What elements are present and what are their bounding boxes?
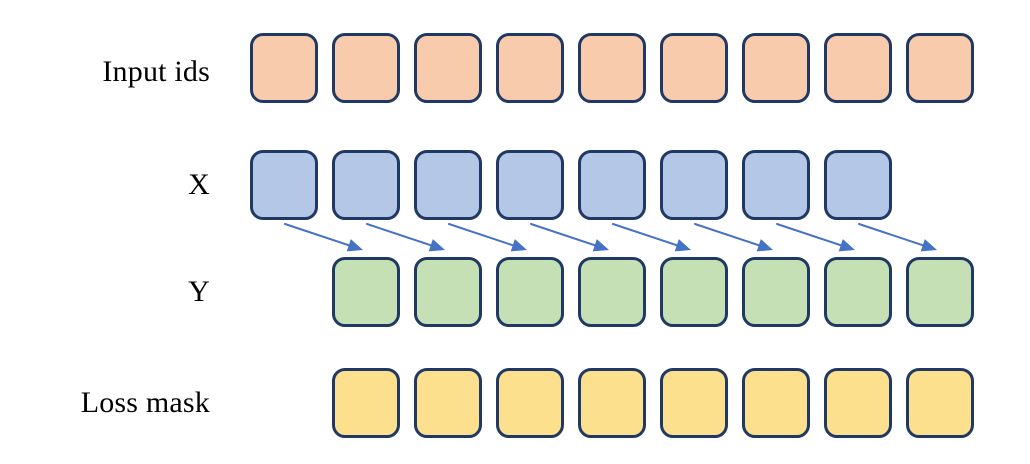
token-cell-x-6 [742,150,810,220]
row-label-input-ids: Input ids [102,55,210,88]
shift-arrow-2 [448,223,527,252]
token-cell-x-7 [824,150,892,220]
shift-arrow-4 [612,223,691,252]
token-cell-loss-mask-3 [578,368,646,438]
token-cell-loss-mask-1 [414,368,482,438]
token-cell-loss-mask-0 [332,368,400,438]
token-cell-x-0 [250,150,318,220]
token-row-input-ids [250,33,974,103]
token-cell-input-ids-8 [906,33,974,103]
token-cell-y-3 [578,257,646,327]
token-cell-y-4 [660,257,728,327]
token-cell-input-ids-6 [742,33,810,103]
shift-arrow-3 [530,223,609,252]
token-cell-loss-mask-7 [906,368,974,438]
shift-arrow-7 [858,223,937,252]
token-cell-input-ids-5 [660,33,728,103]
shift-arrow-0 [284,223,363,252]
token-cell-input-ids-3 [496,33,564,103]
token-cell-x-5 [660,150,728,220]
token-cell-loss-mask-6 [824,368,892,438]
token-cell-input-ids-0 [250,33,318,103]
token-cell-loss-mask-2 [496,368,564,438]
token-cell-x-4 [578,150,646,220]
shift-arrow-5 [694,223,773,252]
row-label-x: X [188,168,210,201]
row-label-loss-mask: Loss mask [80,386,210,419]
token-cell-x-1 [332,150,400,220]
token-cell-y-0 [332,257,400,327]
token-cell-x-2 [414,150,482,220]
token-cell-y-5 [742,257,810,327]
shift-arrow-6 [776,223,855,252]
token-cell-loss-mask-4 [660,368,728,438]
token-cell-loss-mask-5 [742,368,810,438]
token-cell-x-3 [496,150,564,220]
token-cell-input-ids-2 [414,33,482,103]
token-cell-input-ids-1 [332,33,400,103]
token-cell-y-2 [496,257,564,327]
token-row-loss-mask [332,368,974,438]
token-row-y [332,257,974,327]
token-cell-y-6 [824,257,892,327]
token-cell-input-ids-7 [824,33,892,103]
shift-arrow-1 [366,223,445,252]
token-cell-y-1 [414,257,482,327]
token-cell-y-7 [906,257,974,327]
token-row-x [250,150,892,220]
token-cell-input-ids-4 [578,33,646,103]
row-label-y: Y [188,275,210,308]
